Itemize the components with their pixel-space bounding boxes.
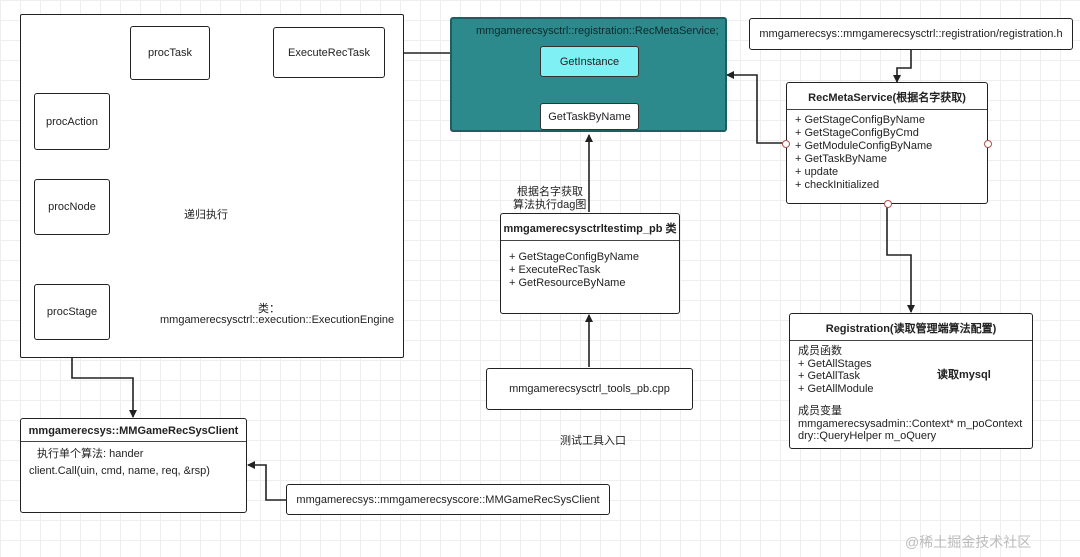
method-item: + GetStageConfigByName (509, 251, 639, 263)
client-line2: client.Call(uin, cmd, name, req, &rsp) (29, 465, 210, 477)
rec-meta-class-title: RecMetaService(根据名字获取) (787, 83, 987, 110)
arrow-procstage-to-client (71, 340, 137, 418)
arrow-recmeta-to-registration (886, 205, 915, 313)
client-body: 执行单个算法: hander client.Call(uin, cmd, nam… (21, 442, 246, 482)
watermark: @稀土掘金技术社区 (905, 534, 1032, 550)
rec-meta-service-class[interactable]: RecMetaService(根据名字获取) + GetStageConfigB… (786, 82, 988, 204)
method-item: + GetAllTask (798, 370, 861, 382)
engine-class-name: mmgamerecsysctrl::execution::ExecutionEn… (160, 314, 395, 326)
procstage-node[interactable]: procStage (34, 284, 110, 340)
core-client-node[interactable]: mmgamerecsys::mmgamerecsyscore::MMGameRe… (286, 484, 610, 515)
header-file-label: mmgamerecsys::mmgamerecsysctrl::registra… (759, 28, 1063, 40)
method-item: + GetStageConfigByCmd (795, 127, 919, 139)
executerectask-node[interactable]: ExecuteRecTask (273, 27, 385, 78)
port-dot-bottom (884, 200, 892, 208)
rec-meta-service-title: mmgamerecsysctrl::registration::RecMetaS… (476, 25, 719, 37)
procaction-label: procAction (46, 115, 98, 128)
method-item: + GetAllModule (798, 382, 874, 395)
fetch-note-line2: 算法执行dag图 (513, 199, 587, 211)
member-var-item: mmgamerecsysadmin::Context* m_poContext (798, 417, 1023, 430)
engine-class-prefix: 类： (258, 303, 280, 315)
member-vars-label: 成员变量 (798, 405, 842, 417)
getinstance-label: GetInstance (559, 55, 620, 68)
member-var-item: dry::QueryHelper m_oQuery (798, 430, 937, 442)
tools-cpp-label: mmgamerecsysctrl_tools_pb.cpp (509, 383, 670, 395)
member-funcs-label: 成员函数 (798, 345, 842, 357)
tool-entry-label: 测试工具入口 (560, 435, 626, 447)
tools-pb-cpp[interactable]: mmgamerecsysctrl_tools_pb.cpp (486, 368, 693, 410)
arrow-core-to-client (247, 461, 286, 501)
port-dot-left (782, 140, 790, 148)
method-item: + GetAllStages (798, 357, 872, 370)
port-dot-right (984, 140, 992, 148)
executerectask-label: ExecuteRecTask (288, 46, 370, 59)
recursive-label: 递归执行 (184, 209, 228, 221)
rec-meta-methods: + GetStageConfigByName + GetStageConfigB… (787, 110, 987, 196)
core-client-label: mmgamerecsys::mmgamerecsyscore::MMGameRe… (296, 493, 600, 506)
procaction-node[interactable]: procAction (34, 93, 110, 150)
method-item: + GetResourceByName (509, 277, 626, 289)
registration-class[interactable]: Registration(读取管理端算法配置) 成员函数 + GetAllSta… (789, 313, 1033, 449)
method-item: + GetTaskByName (795, 153, 888, 165)
registration-header-file[interactable]: mmgamerecsys::mmgamerecsysctrl::registra… (749, 18, 1073, 50)
arrow-recmeta-to-service (726, 71, 785, 144)
proctask-label: procTask (147, 47, 193, 59)
procnode-label: procNode (48, 201, 96, 213)
method-item: + GetModuleConfigByName (795, 140, 933, 152)
method-item: + update (795, 166, 839, 178)
testimp-class-title: mmgamerecsysctrltestimp_pb 类 (501, 214, 679, 241)
testimp-pb-class[interactable]: mmgamerecsysctrltestimp_pb 类 + GetStageC… (500, 213, 680, 314)
client-class-title: mmgamerecsys::MMGameRecSysClient (21, 419, 246, 442)
client-line1: 执行单个算法: hander (37, 448, 144, 460)
proctask-node[interactable]: procTask (130, 26, 210, 80)
procstage-label: procStage (46, 306, 98, 318)
getinstance-button[interactable]: GetInstance (540, 46, 639, 77)
reads-mysql-label: 读取mysql (937, 369, 991, 381)
method-item: + checkInitialized (795, 179, 880, 191)
mmgamerecsys-client-class[interactable]: mmgamerecsys::MMGameRecSysClient 执行单个算法:… (20, 418, 247, 513)
method-item: + ExecuteRecTask (509, 264, 601, 276)
arrow-header-to-recmeta (893, 50, 912, 83)
fetch-note-line1: 根据名字获取 (517, 186, 583, 198)
gettaskbyname-label: GetTaskByName (548, 110, 631, 123)
registration-class-title: Registration(读取管理端算法配置) (790, 314, 1032, 341)
method-item: + GetStageConfigByName (795, 114, 925, 126)
registration-body: 成员函数 + GetAllStages + GetAllTask + GetAl… (790, 341, 1032, 447)
gettaskbyname-button[interactable]: GetTaskByName (540, 103, 639, 130)
procnode-node[interactable]: procNode (34, 179, 110, 235)
testimp-methods: + GetStageConfigByName + ExecuteRecTask … (501, 241, 679, 294)
